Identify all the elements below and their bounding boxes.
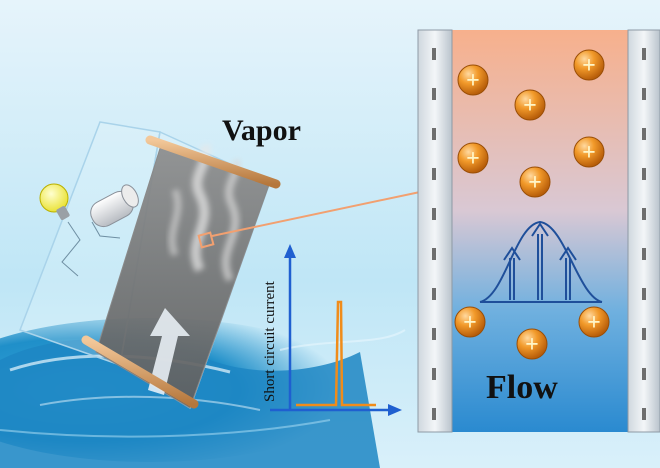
- svg-text:+: +: [463, 310, 477, 336]
- svg-text:+: +: [587, 310, 601, 336]
- ion-layer: + + + + + + + + +: [454, 49, 610, 360]
- svg-text:+: +: [528, 170, 542, 196]
- plus-ion-icon: +: [519, 166, 551, 198]
- circuit-wires: [61, 221, 121, 277]
- bottom-rod: [81, 335, 199, 409]
- vapor-label: Vapor: [222, 114, 301, 147]
- top-rod: [145, 135, 281, 189]
- plus-ion-icon: +: [457, 64, 489, 96]
- y-axis-arrowhead: [284, 244, 296, 258]
- channel-panel: [417, 29, 660, 433]
- right-wall-dashes: [642, 48, 646, 420]
- profile-arrow-left: [503, 246, 521, 300]
- svg-text:+: +: [466, 146, 480, 172]
- svg-text:+: +: [523, 93, 537, 119]
- plus-ion-icon: +: [514, 89, 546, 121]
- svg-text:+: +: [525, 332, 539, 358]
- plus-ion-icon: +: [457, 142, 489, 174]
- profile-arrow-center: [531, 222, 549, 300]
- up-arrow-icon: [148, 308, 190, 395]
- svg-text:+: +: [582, 53, 596, 79]
- current-signal: [296, 300, 376, 407]
- svg-text:+: +: [582, 140, 596, 166]
- callout-line: [211, 191, 421, 237]
- profile-arrow-right: [559, 246, 577, 300]
- flow-velocity-profile: [479, 220, 603, 303]
- y-axis-label: Short circuit current: [262, 280, 278, 402]
- plus-ion-icon: +: [573, 49, 605, 81]
- light-bulb-icon: [39, 183, 70, 220]
- x-axis-arrowhead: [388, 404, 402, 416]
- current-plot: Short circuit current: [262, 244, 402, 416]
- plus-ion-icon: +: [573, 136, 605, 168]
- selection-marker: [197, 231, 215, 249]
- left-wall-dashes: [432, 48, 436, 420]
- svg-text:+: +: [466, 68, 480, 94]
- flow-label: Flow: [486, 369, 558, 406]
- plus-ion-icon: +: [578, 306, 610, 338]
- plus-ion-icon: +: [454, 306, 486, 338]
- plus-ion-icon: +: [516, 328, 548, 360]
- battery-icon: [90, 184, 139, 228]
